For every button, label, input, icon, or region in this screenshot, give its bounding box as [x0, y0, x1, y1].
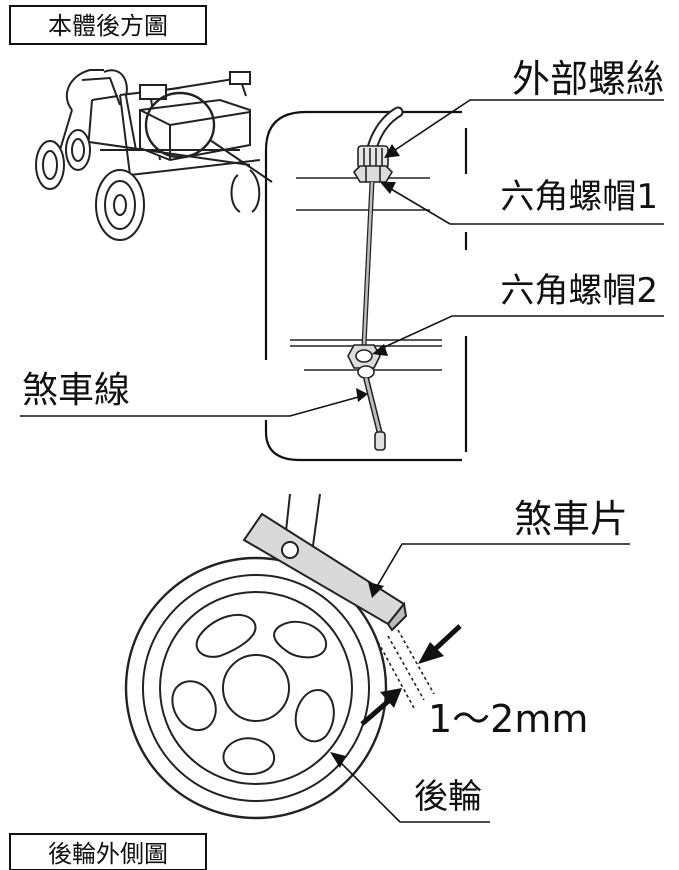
brake-pad [242, 512, 408, 632]
hex-nut-1-leader [380, 182, 664, 225]
walker-rear-illustration [35, 69, 273, 241]
gap-label: 1～2mm [428, 697, 588, 741]
hex-nut-1-label: 六角螺帽1 [500, 177, 658, 217]
rear-wheel [124, 556, 388, 820]
hex-nut-2-leader [372, 315, 664, 356]
brake-pad-leader [368, 543, 630, 598]
rear-wheel-leader [330, 752, 490, 823]
gap-indicator-lines [377, 629, 435, 709]
inner-cable [361, 181, 375, 346]
outer-screw [357, 145, 389, 169]
detail-panel [264, 110, 468, 462]
brake-pad-label: 煞車片 [514, 497, 628, 541]
outer-screw-label: 外部螺絲 [512, 57, 664, 101]
rear-wheel-outer-title-box: 後輪外側圖 [9, 833, 207, 870]
outer-screw-leader [384, 99, 664, 158]
hex-nut-2-label: 六角螺帽2 [500, 271, 658, 311]
brake-cable-label: 煞車線 [22, 370, 130, 411]
gap-arrow-top [418, 624, 462, 664]
rear-view-title-box: 本體後方圖 [9, 5, 207, 45]
rear-view-title: 本體後方圖 [48, 12, 168, 40]
rear-wheel-label: 後輪 [414, 777, 482, 817]
hex-nut-1 [352, 165, 394, 183]
brake-cable-leader [20, 388, 368, 417]
gap-arrow-bottom [360, 688, 402, 726]
outer-cable-sheath [366, 106, 404, 154]
rear-wheel-outer-title: 後輪外側圖 [48, 840, 168, 868]
hex-nut-2 [347, 344, 381, 379]
brake-cable-end [363, 377, 386, 451]
